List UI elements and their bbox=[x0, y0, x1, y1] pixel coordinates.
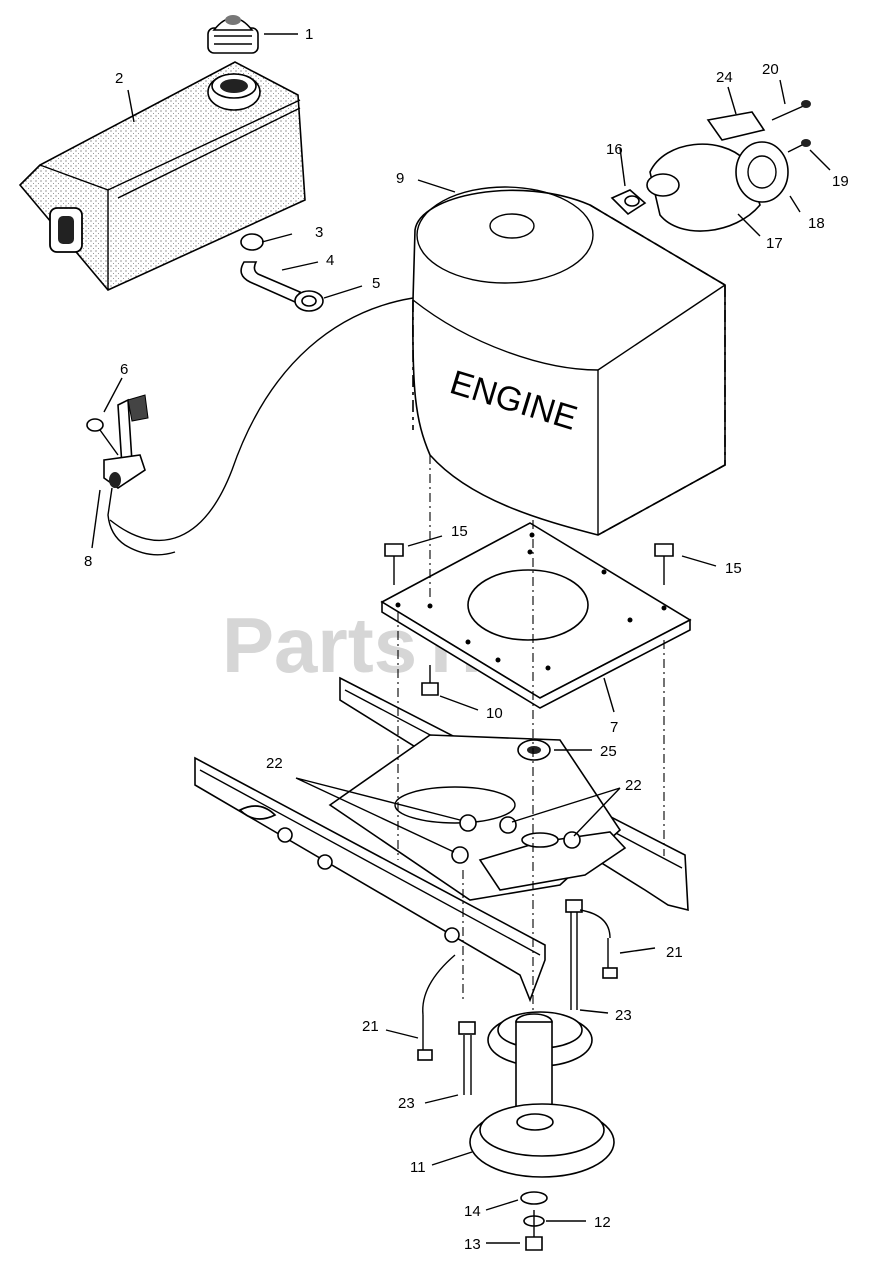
engine-mount-plate bbox=[380, 522, 692, 709]
callout-4: 4 bbox=[326, 252, 334, 269]
callout-7: 7 bbox=[610, 719, 618, 736]
callout-15b: 15 bbox=[725, 560, 742, 577]
assembly-centerlines bbox=[397, 455, 665, 1010]
callout-14: 14 bbox=[464, 1203, 481, 1220]
callout-2: 2 bbox=[115, 70, 123, 87]
fuel-cap bbox=[207, 15, 259, 54]
callout-8: 8 bbox=[84, 553, 92, 570]
fuel-hose-assembly bbox=[240, 233, 324, 312]
callout-9: 9 bbox=[396, 170, 404, 187]
callout-25: 25 bbox=[600, 743, 617, 760]
callout-10: 10 bbox=[486, 705, 503, 722]
fuel-tank bbox=[18, 61, 306, 291]
callout-24: 24 bbox=[716, 69, 733, 86]
fuel-shutoff-valve bbox=[86, 394, 176, 556]
callout-16: 16 bbox=[606, 141, 623, 158]
hex-nuts bbox=[451, 814, 581, 864]
callout-23a: 23 bbox=[615, 1007, 632, 1024]
callout-21a: 21 bbox=[666, 944, 683, 961]
bolt-13 bbox=[525, 1236, 543, 1251]
washer-14 bbox=[520, 1191, 548, 1205]
leader-lines bbox=[91, 33, 831, 1244]
bolt-10 bbox=[421, 682, 439, 696]
callout-18: 18 bbox=[808, 215, 825, 232]
frame bbox=[194, 676, 689, 1003]
callout-19: 19 bbox=[832, 173, 849, 190]
callout-21b: 21 bbox=[362, 1018, 379, 1035]
callout-20: 20 bbox=[762, 61, 779, 78]
callout-1: 1 bbox=[305, 26, 313, 43]
engine bbox=[412, 186, 726, 536]
callout-23b: 23 bbox=[398, 1095, 415, 1112]
callout-3: 3 bbox=[315, 224, 323, 241]
pulley-bolts bbox=[417, 899, 618, 1095]
callout-22b: 22 bbox=[625, 777, 642, 794]
callout-15a: 15 bbox=[451, 523, 468, 540]
callout-13: 13 bbox=[464, 1236, 481, 1253]
callout-5: 5 bbox=[372, 275, 380, 292]
callout-17: 17 bbox=[766, 235, 783, 252]
drive-pulley bbox=[469, 1011, 615, 1178]
fuel-line bbox=[109, 297, 414, 542]
callout-12: 12 bbox=[594, 1214, 611, 1231]
callout-6: 6 bbox=[120, 361, 128, 378]
callout-22a: 22 bbox=[266, 755, 283, 772]
callout-11: 11 bbox=[410, 1159, 426, 1176]
muffler-assembly bbox=[610, 100, 811, 232]
callout-labels: 1 2 3 4 5 6 7 8 9 10 11 12 13 14 15 15 1… bbox=[84, 26, 849, 1253]
mount-bolts bbox=[384, 543, 674, 585]
